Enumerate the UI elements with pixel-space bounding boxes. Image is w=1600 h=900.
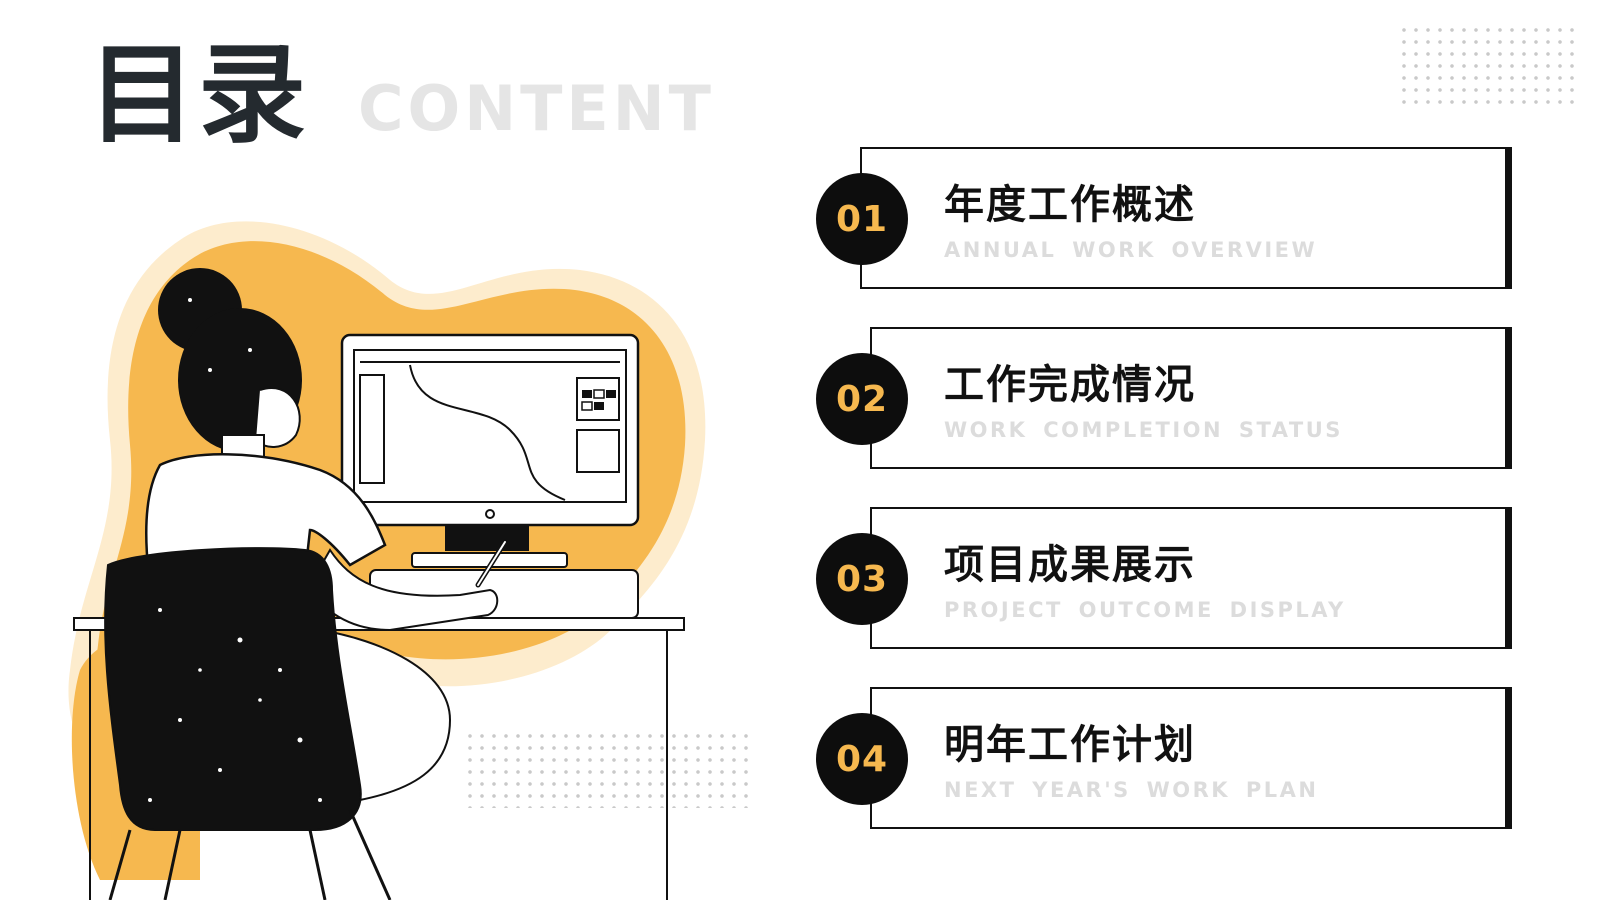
menu-item-number: 03 <box>816 533 908 625</box>
dot-pattern-decoration-bottom <box>464 730 756 808</box>
menu-item-project-outcome[interactable]: 03 项目成果展示 PROJECT OUTCOME DISPLAY <box>816 507 1512 651</box>
page-title: 目录 <box>88 33 309 158</box>
menu-item-next-year-plan[interactable]: 04 明年工作计划 NEXT YEAR'S WORK PLAN <box>816 687 1512 831</box>
menu-item-number: 01 <box>816 173 908 265</box>
menu-item-number: 02 <box>816 353 908 445</box>
menu-item-title: 工作完成情况 <box>944 362 1196 408</box>
person-at-computer-illustration <box>68 221 706 900</box>
menu-item-subtitle: WORK COMPLETION STATUS <box>944 418 1343 442</box>
menu-item-subtitle: ANNUAL WORK OVERVIEW <box>944 238 1318 262</box>
menu-item-title: 项目成果展示 <box>944 542 1196 588</box>
menu-item-completion-status[interactable]: 02 工作完成情况 WORK COMPLETION STATUS <box>816 327 1512 471</box>
menu-item-frame <box>860 147 1512 289</box>
menu-item-frame <box>870 327 1512 469</box>
menu-item-frame <box>870 507 1512 649</box>
monitor-icon <box>340 333 640 568</box>
chair-icon <box>104 547 392 900</box>
dot-pattern-decoration <box>1398 24 1574 104</box>
menu-item-subtitle: PROJECT OUTCOME DISPLAY <box>944 598 1346 622</box>
menu-item-number: 04 <box>816 713 908 805</box>
menu-item-annual-overview[interactable]: 01 年度工作概述 ANNUAL WORK OVERVIEW <box>816 147 1512 291</box>
menu-item-subtitle: NEXT YEAR'S WORK PLAN <box>944 778 1319 802</box>
menu-item-title: 明年工作计划 <box>944 722 1196 768</box>
page-title-english: CONTENT <box>358 72 715 145</box>
menu-item-frame <box>870 687 1512 829</box>
menu-item-title: 年度工作概述 <box>944 182 1196 228</box>
